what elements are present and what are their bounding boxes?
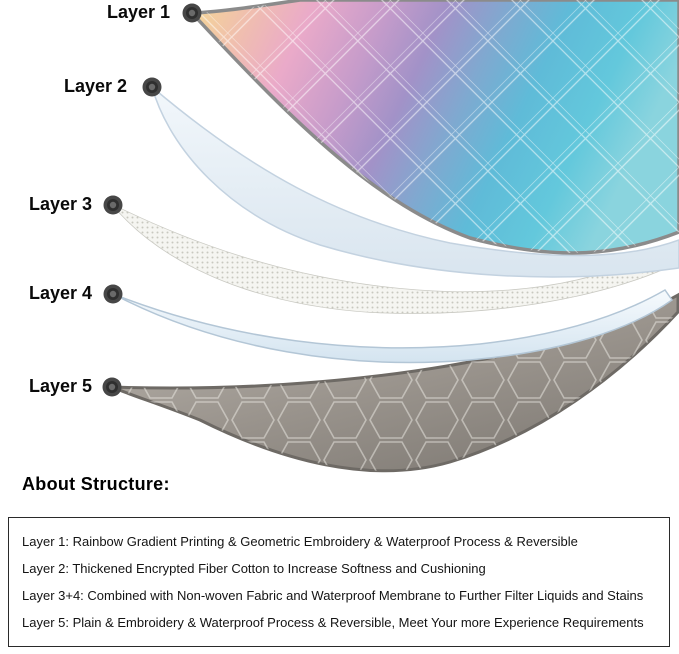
structure-line-layer-2: Layer 2: Thickened Encrypted Fiber Cotto… — [22, 561, 486, 576]
layer-1-pin — [182, 3, 202, 23]
layer-4-pin — [103, 284, 123, 304]
layer-3-pin — [103, 195, 123, 215]
structure-line-layer-3-4: Layer 3+4: Combined with Non-woven Fabri… — [22, 588, 644, 603]
layer-5-pin — [102, 377, 122, 397]
layer-3-mesh — [112, 204, 679, 314]
about-structure-heading: About Structure: — [22, 474, 170, 494]
layer-1-quilt — [188, 0, 679, 255]
layer-4-membrane — [112, 289, 674, 364]
layer-4-label: Layer 4 — [29, 283, 93, 303]
structure-line-layer-5: Layer 5: Plain & Embroidery & Waterproof… — [22, 615, 644, 630]
layer-2-label: Layer 2 — [64, 76, 128, 96]
structure-line-layer-1: Layer 1: Rainbow Gradient Printing & Geo… — [22, 534, 578, 549]
layer-3-label: Layer 3 — [29, 194, 93, 214]
layers-diagram — [102, 0, 679, 473]
layer-5-fabric — [111, 292, 679, 473]
structure-description-box: Layer 1: Rainbow Gradient Printing & Geo… — [8, 517, 670, 647]
layer-2-pin — [142, 77, 162, 97]
layer-1-label: Layer 1 — [107, 2, 171, 22]
layer-2-cotton — [150, 84, 679, 278]
layer-5-label: Layer 5 — [29, 376, 93, 396]
